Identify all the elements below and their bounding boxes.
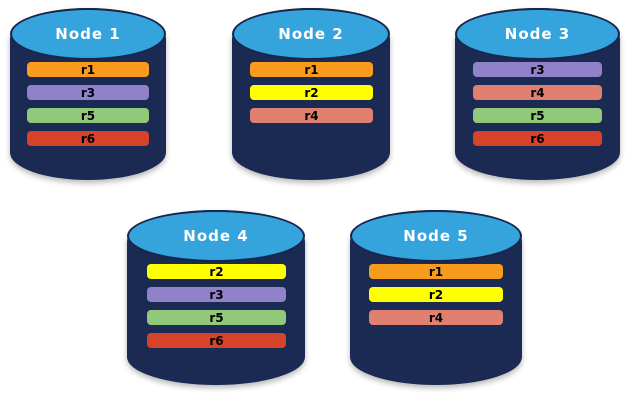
replica-bar-r2[interactable]: r2 <box>369 287 503 302</box>
replica-bar-r6[interactable]: r6 <box>147 333 286 348</box>
database-node-1[interactable]: Node 1 r1 r3 r5 r6 <box>10 8 166 180</box>
replica-label: r5 <box>209 310 224 325</box>
replica-label: r6 <box>530 131 545 146</box>
node-label: Node 5 <box>403 226 469 245</box>
replica-bar-r1[interactable]: r1 <box>250 62 373 77</box>
replica-bar-r6[interactable]: r6 <box>473 131 602 146</box>
replica-bar-r2[interactable]: r2 <box>147 264 286 279</box>
cylinder-top-icon: Node 1 <box>10 8 166 60</box>
replica-stack: r1 r2 r4 <box>350 210 522 385</box>
replica-label: r1 <box>80 62 96 77</box>
replica-label: r5 <box>530 108 545 123</box>
replica-label: r6 <box>80 131 96 146</box>
replica-label: r4 <box>304 108 319 123</box>
database-node-2[interactable]: Node 2 r1 r2 r4 <box>232 8 390 180</box>
replica-label: r4 <box>428 310 444 325</box>
replica-label: r3 <box>209 287 224 302</box>
replica-bar-r5[interactable]: r5 <box>473 108 602 123</box>
cylinder-top-icon: Node 3 <box>455 8 620 60</box>
replica-bar-r3[interactable]: r3 <box>27 85 149 100</box>
replica-label: r1 <box>428 264 444 279</box>
replica-bar-r3[interactable]: r3 <box>147 287 286 302</box>
cylinder-top-icon: Node 4 <box>127 210 305 262</box>
replica-stack: r1 r2 r4 <box>232 8 390 180</box>
replica-label: r4 <box>530 85 545 100</box>
replica-bar-r3[interactable]: r3 <box>473 62 602 77</box>
replica-label: r1 <box>304 62 319 77</box>
replica-bar-r1[interactable]: r1 <box>369 264 503 279</box>
database-node-5[interactable]: Node 5 r1 r2 r4 <box>350 210 522 385</box>
cylinder-top-icon: Node 2 <box>232 8 390 60</box>
replica-bar-r5[interactable]: r5 <box>147 310 286 325</box>
node-label: Node 4 <box>183 226 249 245</box>
replica-bar-r5[interactable]: r5 <box>27 108 149 123</box>
replica-stack: r3 r4 r5 r6 <box>455 8 620 180</box>
replica-label: r2 <box>209 264 224 279</box>
replica-label: r3 <box>530 62 545 77</box>
replica-stack: r2 r3 r5 r6 <box>127 210 305 385</box>
node-label: Node 3 <box>504 24 571 43</box>
replica-bar-r1[interactable]: r1 <box>27 62 149 77</box>
replica-bar-r2[interactable]: r2 <box>250 85 373 100</box>
replica-label: r5 <box>80 108 96 123</box>
cylinder-top-icon: Node 5 <box>350 210 522 262</box>
replica-bar-r6[interactable]: r6 <box>27 131 149 146</box>
node-label: Node 1 <box>55 24 121 43</box>
replica-stack: r1 r3 r5 r6 <box>10 8 166 180</box>
replica-label: r3 <box>80 85 96 100</box>
replica-bar-r4[interactable]: r4 <box>473 85 602 100</box>
replica-bar-r4[interactable]: r4 <box>369 310 503 325</box>
replica-label: r2 <box>304 85 319 100</box>
database-node-4[interactable]: Node 4 r2 r3 r5 r6 <box>127 210 305 385</box>
database-node-3[interactable]: Node 3 r3 r4 r5 r6 <box>455 8 620 180</box>
replica-label: r2 <box>428 287 444 302</box>
replica-bar-r4[interactable]: r4 <box>250 108 373 123</box>
node-label: Node 2 <box>278 24 344 43</box>
replica-label: r6 <box>209 333 224 348</box>
